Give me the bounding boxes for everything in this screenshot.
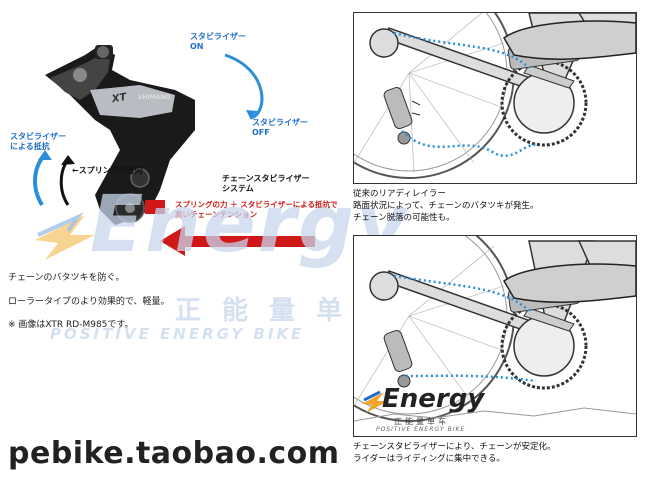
conventional-caption-3: チェーン脱落の可能性も。 — [353, 213, 455, 223]
spring-arrow — [59, 159, 70, 206]
label-stabilizer-system: チェーンスタビライザー システム — [222, 174, 310, 193]
stabilizer-arc-arrow — [224, 53, 264, 120]
label-stabilizer-on: スタビライザー ON — [190, 32, 246, 51]
small-logo-chinese: 正能量单车 — [394, 417, 449, 426]
site-url: pebike.taobao.com — [8, 436, 340, 471]
resistance-arrow-head-icon — [38, 150, 52, 160]
conventional-caption-1: 従来のリアディレイラー — [353, 189, 446, 199]
derailleur-illustration — [45, 45, 195, 225]
small-logo-swoosh-icon — [362, 390, 388, 413]
arc-arrow-head-icon — [246, 110, 258, 118]
label-stabilizer-off: スタビライザー OFF — [252, 118, 308, 137]
stabilized-caption-1: チェーンスタビライザーにより、チェーンが安定化。 — [353, 442, 556, 452]
derailleur-figure: XT SHIMANO スタビライザー ON スタビライザー OFF スタビライザ… — [0, 0, 350, 270]
small-logo-brand: Energy — [382, 384, 485, 414]
label-red-line-1: スプリングの力 ＋ スタビライザーによる抵抗で — [175, 200, 338, 209]
small-logo-tagline: POSITIVE ENERGY BIKE — [376, 426, 466, 433]
conventional-bike-drawing — [354, 13, 636, 179]
derailleur-brand-text: SHIMANO — [138, 94, 171, 101]
label-spring-direction: ←スプリングの方向 — [72, 166, 143, 175]
description-line-2: ローラータイプのより効果的で、軽量。 — [8, 297, 170, 307]
label-red-line-2: 高いチェーンテンション — [175, 210, 258, 219]
stabilized-caption-2: ライダーはライディングに集中できる。 — [353, 454, 505, 464]
red-arrow-head-icon — [160, 226, 185, 256]
description-line-3: ※ 画像はXTR RD-M985です。 — [8, 320, 134, 330]
stabilized-bike-drawing — [354, 236, 636, 422]
conventional-caption-2: 路面状況によって、チェーンのバタツキが発生。 — [353, 201, 539, 211]
resistance-arrow — [33, 153, 47, 207]
description-line-1: チェーンのバタツキを防ぐ。 — [8, 273, 125, 283]
arrows-layer — [33, 53, 315, 256]
panel-stabilized: Energy 正能量单车 POSITIVE ENERGY BIKE — [353, 235, 637, 437]
red-arrow-shaft — [180, 236, 315, 247]
label-resistance: スタビライザー による抵抗 — [10, 132, 66, 151]
spring-arrow-head-icon — [61, 155, 75, 165]
watermark-tagline: POSITIVE ENERGY BIKE — [50, 325, 305, 343]
panel-conventional — [353, 12, 637, 184]
watermark-swoosh-icon — [35, 212, 95, 260]
